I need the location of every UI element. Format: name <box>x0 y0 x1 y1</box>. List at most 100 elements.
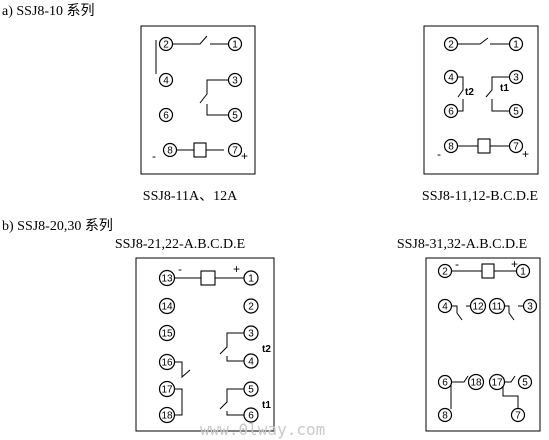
terminal-2: 2 <box>437 263 453 279</box>
minus-sign: - <box>437 147 441 161</box>
svg-text:1: 1 <box>248 274 254 285</box>
svg-text:1: 1 <box>232 40 238 51</box>
watermark: www.0lway.com <box>200 420 325 439</box>
svg-text:14: 14 <box>161 302 173 313</box>
terminal-7: 7 <box>508 138 524 154</box>
terminal-3: 3 <box>522 298 538 314</box>
terminal-8: 8 <box>437 407 453 423</box>
terminal-8: 8 <box>443 138 459 154</box>
svg-text:7: 7 <box>232 146 238 157</box>
svg-text:4: 4 <box>163 76 169 87</box>
terminal-1: 1 <box>227 36 243 52</box>
svg-text:3: 3 <box>232 76 238 87</box>
svg-text:5: 5 <box>513 107 519 118</box>
terminal-18: 18 <box>158 406 176 424</box>
svg-text:2: 2 <box>448 40 454 51</box>
svg-text:6: 6 <box>448 107 454 118</box>
svg-text:1: 1 <box>513 40 519 51</box>
svg-text:8: 8 <box>442 411 448 422</box>
caption-d2: SSJ8-11,12-B.C.D.E <box>422 189 538 204</box>
svg-text:6: 6 <box>442 378 448 389</box>
caption-d1: SSJ8-11A、12A <box>143 189 238 204</box>
contact-3-5-wire <box>199 79 229 116</box>
plus-sign: + <box>233 262 240 276</box>
svg-text:17: 17 <box>491 378 503 389</box>
svg-text:18: 18 <box>470 378 482 389</box>
terminal-4: 4 <box>158 72 174 88</box>
timer-label-t1: t1 <box>500 83 509 94</box>
terminal-7: 7 <box>510 407 526 423</box>
svg-text:5: 5 <box>248 385 254 396</box>
terminal-3: 3 <box>508 69 524 85</box>
timer-label-t2: t2 <box>262 344 271 355</box>
svg-text:13: 13 <box>161 274 173 285</box>
svg-text:4: 4 <box>442 302 448 313</box>
terminal-6: 6 <box>443 103 459 119</box>
minus-sign: - <box>178 262 182 276</box>
svg-text:3: 3 <box>527 302 533 313</box>
contact-3-5-t1-wire <box>485 76 510 112</box>
contact-5-6-t1-wire <box>219 388 244 416</box>
section-a-label: a) SSJ8-10 系列 <box>2 3 95 19</box>
terminal-6: 6 <box>158 107 174 123</box>
plus-sign: + <box>511 257 518 271</box>
terminal-2: 2 <box>443 36 459 52</box>
coil <box>200 270 216 286</box>
terminal-5: 5 <box>227 107 243 123</box>
contact-2-1-wire <box>457 37 510 45</box>
svg-text:16: 16 <box>161 358 173 369</box>
caption-d3: SSJ8-21,22-A.B.C.D.E <box>115 237 245 252</box>
svg-text:12: 12 <box>472 302 484 313</box>
terminal-18: 18 <box>467 373 485 391</box>
minus-sign: - <box>455 257 459 271</box>
terminal-6: 6 <box>243 407 259 423</box>
svg-text:3: 3 <box>248 329 254 340</box>
caption-d4: SSJ8-31,32-A.B.C.D.E <box>397 237 527 252</box>
svg-text:5: 5 <box>522 378 528 389</box>
svg-text:2: 2 <box>163 40 169 51</box>
section-b-label: b) SSJ8-20,30 系列 <box>2 218 113 234</box>
svg-text:4: 4 <box>448 73 454 84</box>
contact-17-5-7-wire <box>502 375 519 409</box>
terminal-3: 3 <box>227 72 243 88</box>
terminal-12: 12 <box>469 297 487 315</box>
svg-text:3: 3 <box>513 73 519 84</box>
plus-sign: + <box>522 147 529 161</box>
timer-label-t2: t2 <box>465 87 474 98</box>
svg-text:11: 11 <box>492 302 503 313</box>
terminal-5: 5 <box>508 103 524 119</box>
terminal-11: 11 <box>488 297 506 315</box>
contact-16-17-18-wire <box>174 361 191 416</box>
svg-text:6: 6 <box>163 111 169 122</box>
contact-4-6-t2-wire <box>457 76 464 112</box>
diagram-ssj8-11-12-bcde: 2 1 4 3 6 5 8 7 t2 t1 - + <box>423 25 539 175</box>
svg-text:2: 2 <box>442 267 448 278</box>
contact-11-3-wire <box>504 305 524 321</box>
contact-4-12-wire <box>451 305 471 321</box>
terminal-15: 15 <box>158 324 176 342</box>
terminal-2: 2 <box>158 36 174 52</box>
terminal-3: 3 <box>243 325 259 341</box>
svg-text:7: 7 <box>515 411 521 422</box>
relay-frame <box>423 25 539 175</box>
svg-text:2: 2 <box>248 302 254 313</box>
terminal-17: 17 <box>158 380 176 398</box>
terminal-6: 6 <box>437 374 453 390</box>
relay-frame <box>135 257 275 432</box>
terminal-8: 8 <box>162 142 178 158</box>
svg-text:6: 6 <box>248 411 254 422</box>
terminal-13: 13 <box>158 269 176 287</box>
terminal-5: 5 <box>243 381 259 397</box>
svg-text:17: 17 <box>161 385 173 396</box>
coil <box>477 138 491 154</box>
contact-6-18-8-wire <box>450 375 469 409</box>
relay-frame <box>425 257 541 432</box>
terminal-4: 4 <box>243 353 259 369</box>
terminal-17: 17 <box>488 373 506 391</box>
contact-3-4-t2-wire <box>219 332 244 362</box>
coil <box>481 263 495 279</box>
terminal-14: 14 <box>158 297 176 315</box>
terminal-1: 1 <box>243 270 259 286</box>
terminal-1: 1 <box>515 263 531 279</box>
terminal-7: 7 <box>227 142 243 158</box>
